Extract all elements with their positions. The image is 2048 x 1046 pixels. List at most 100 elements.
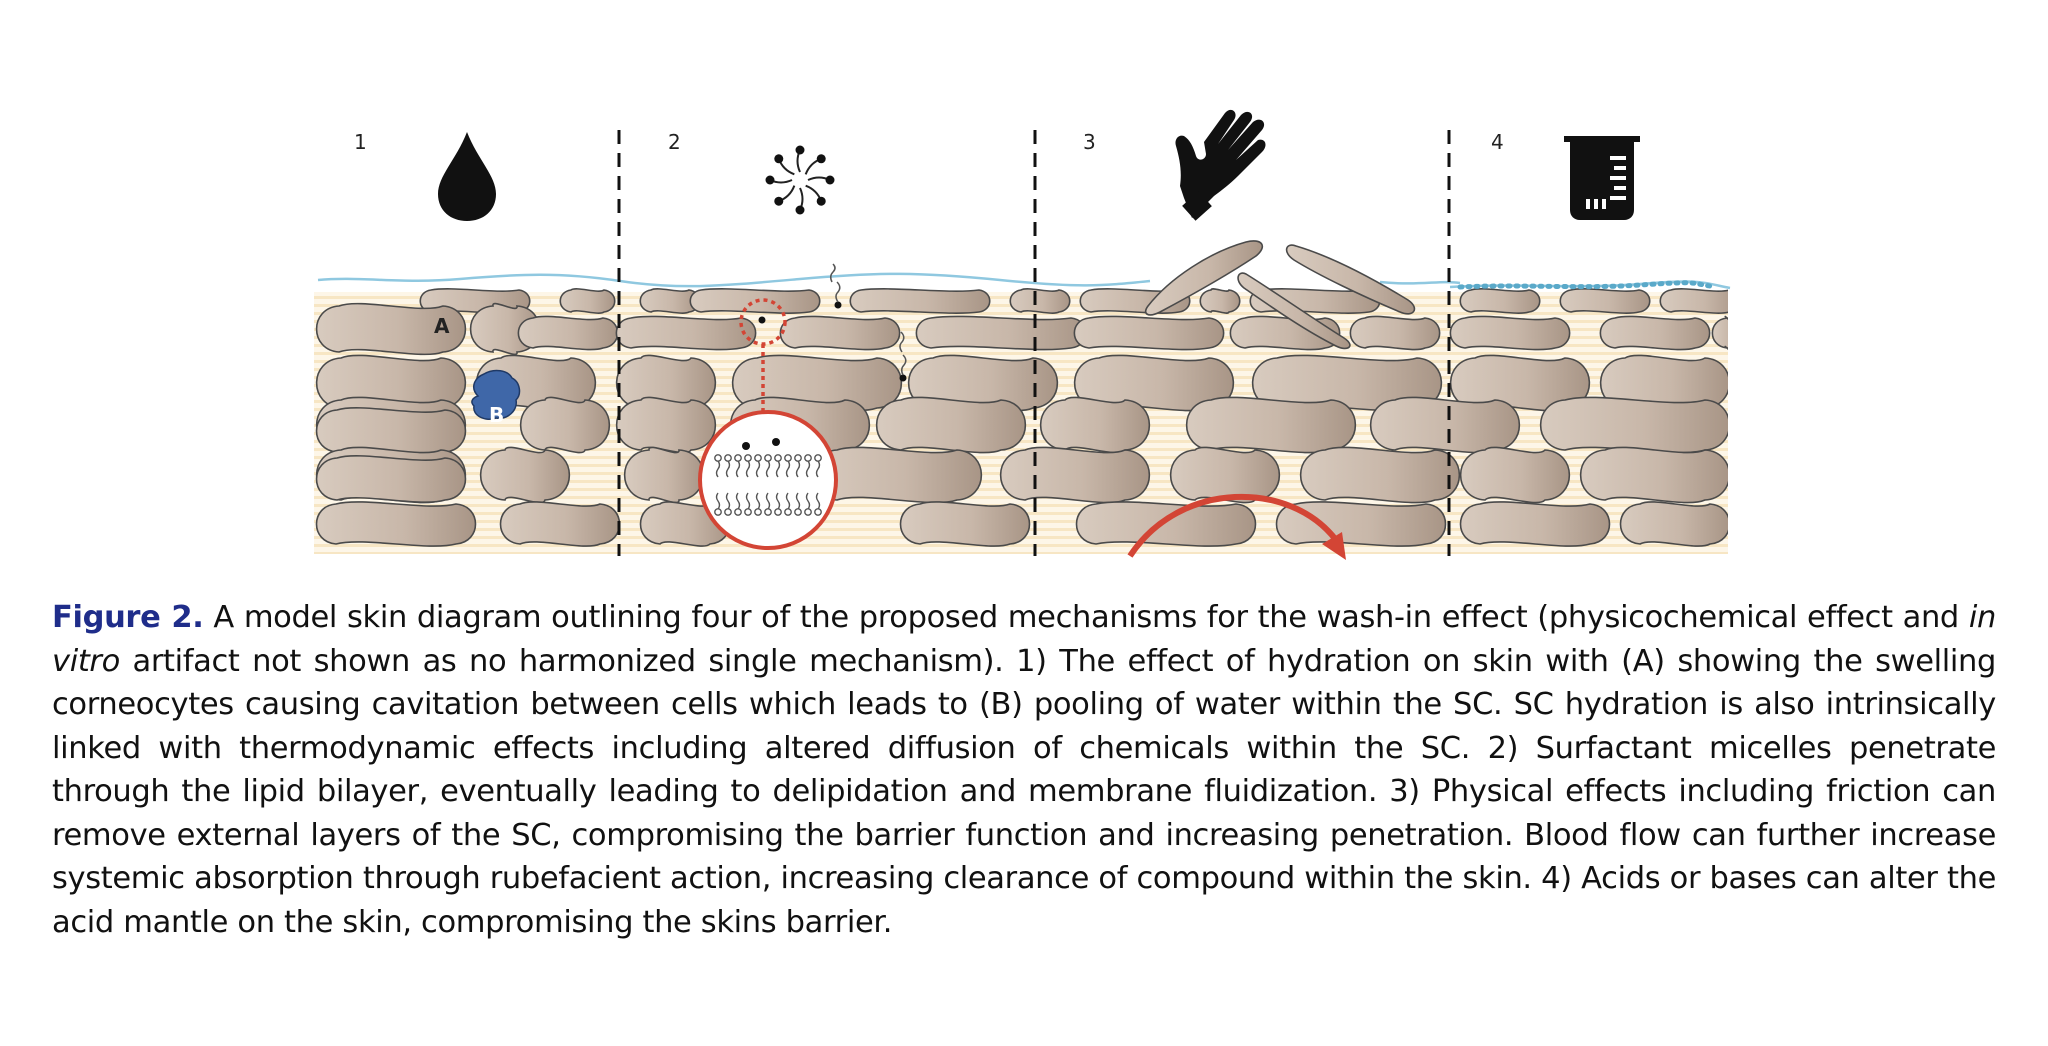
surfactant-head (772, 438, 780, 446)
figure-label: Figure 2. (52, 600, 204, 635)
lipid-tail (745, 460, 751, 478)
caption-italic-term: in vitro (52, 600, 1996, 679)
beaker-icon (1564, 136, 1640, 220)
corneocyte (1559, 288, 1651, 314)
micelle-head (774, 154, 784, 164)
lipid-tail (725, 460, 731, 478)
corneocyte (1370, 396, 1520, 454)
lipid-tail (755, 492, 761, 510)
water-surface-line-right (1379, 280, 1461, 285)
corneocyte (876, 396, 1026, 454)
corneocyte (1619, 501, 1728, 547)
lipid-tail (795, 460, 801, 478)
corneocyte (315, 302, 467, 356)
corneocyte (1040, 396, 1150, 454)
lipid-tail (735, 460, 741, 478)
water-pool-marker: B (471, 369, 521, 427)
corneocyte (899, 501, 1031, 547)
lipid-tail (775, 492, 781, 510)
caption-text-part-2: artifact not shown as no harmonized sing… (52, 643, 1996, 940)
corneocyte (1349, 315, 1441, 351)
acid-mantle-dots (1457, 280, 1713, 290)
corneocyte (315, 455, 467, 503)
corneocyte (915, 315, 1087, 351)
corneocyte (1186, 396, 1356, 454)
corneocyte (1540, 396, 1728, 454)
panel-number-1: 1 (354, 130, 367, 154)
water-drop-icon (438, 132, 496, 221)
corneocyte (480, 446, 570, 504)
corneocyte (1300, 446, 1460, 504)
lipid-tail (805, 460, 811, 478)
lipid-tail (745, 492, 751, 510)
micelle-head (816, 154, 826, 164)
corneocyte (1659, 288, 1728, 314)
corneocyte (849, 288, 991, 314)
micelle-head (825, 175, 835, 185)
lipid-tail (715, 460, 721, 478)
corneocyte (1459, 501, 1611, 547)
panel-number-4: 4 (1491, 130, 1504, 154)
panel-dividers (617, 130, 1451, 556)
lipid-bilayer-zoom (698, 298, 838, 550)
micelle-head (774, 196, 784, 206)
corneocyte (1711, 315, 1728, 350)
corneocyte (616, 396, 716, 454)
corneocyte (1460, 446, 1570, 504)
lipid-tail (775, 460, 781, 478)
corneocyte (315, 501, 477, 547)
corneocyte (1075, 501, 1257, 547)
lipid-tail (765, 492, 771, 510)
corneocyte (1073, 315, 1225, 351)
caption-text-part-1: A model skin diagram outlining four of t… (203, 600, 1969, 635)
micelle-head (816, 196, 826, 206)
lipid-tail (765, 460, 771, 478)
corneocyte (1459, 288, 1541, 314)
lipid-tail (795, 492, 801, 510)
corneocyte (689, 288, 821, 314)
corneocyte (812, 446, 982, 504)
micelle-head (795, 145, 805, 155)
corneocyte (779, 315, 901, 351)
skin-model-diagram: 1 2 3 4 A B (314, 109, 1731, 560)
corneocyte (639, 288, 701, 314)
hand-icon (1175, 109, 1266, 221)
corneocyte (1580, 446, 1728, 504)
corneocyte (1000, 446, 1150, 504)
lipid-tail (815, 492, 821, 510)
lipid-tail (715, 492, 721, 510)
corneocyte (1199, 288, 1241, 314)
lipid-tail (755, 460, 761, 478)
lipid-tail (805, 492, 811, 510)
lipid-tail (725, 492, 731, 510)
corneocyte (517, 315, 619, 351)
surfactant-head (742, 442, 750, 450)
lifted-corneocytes (1144, 240, 1416, 350)
corneocyte (559, 288, 616, 314)
corneocyte (499, 501, 621, 547)
lipid-tail (735, 492, 741, 510)
corneocyte (315, 407, 467, 455)
figure-caption: Figure 2. A model skin diagram outlining… (52, 596, 1996, 944)
corneocyte (1275, 501, 1447, 547)
corneocyte (615, 315, 757, 351)
micelle-icon (765, 145, 835, 215)
corneocyte-layers (315, 288, 1728, 547)
marker-b-label: B (489, 403, 504, 427)
surfactant-molecules (758, 263, 907, 382)
water-surface-line (317, 272, 1151, 288)
corneocyte (624, 446, 704, 504)
lipid-tail (785, 460, 791, 478)
blood-flow-arrow (1127, 493, 1346, 560)
panel-number-2: 2 (668, 130, 681, 154)
lipid-tail (785, 492, 791, 510)
micelle-head (795, 205, 805, 215)
corneocyte (1009, 288, 1071, 314)
lipid-tail (815, 460, 821, 478)
corneocyte (1449, 315, 1571, 351)
corneocyte (520, 396, 610, 454)
marker-a-label: A (434, 314, 450, 338)
corneocyte (908, 354, 1058, 412)
corneocyte (1599, 315, 1711, 351)
micelle-head (765, 175, 775, 185)
